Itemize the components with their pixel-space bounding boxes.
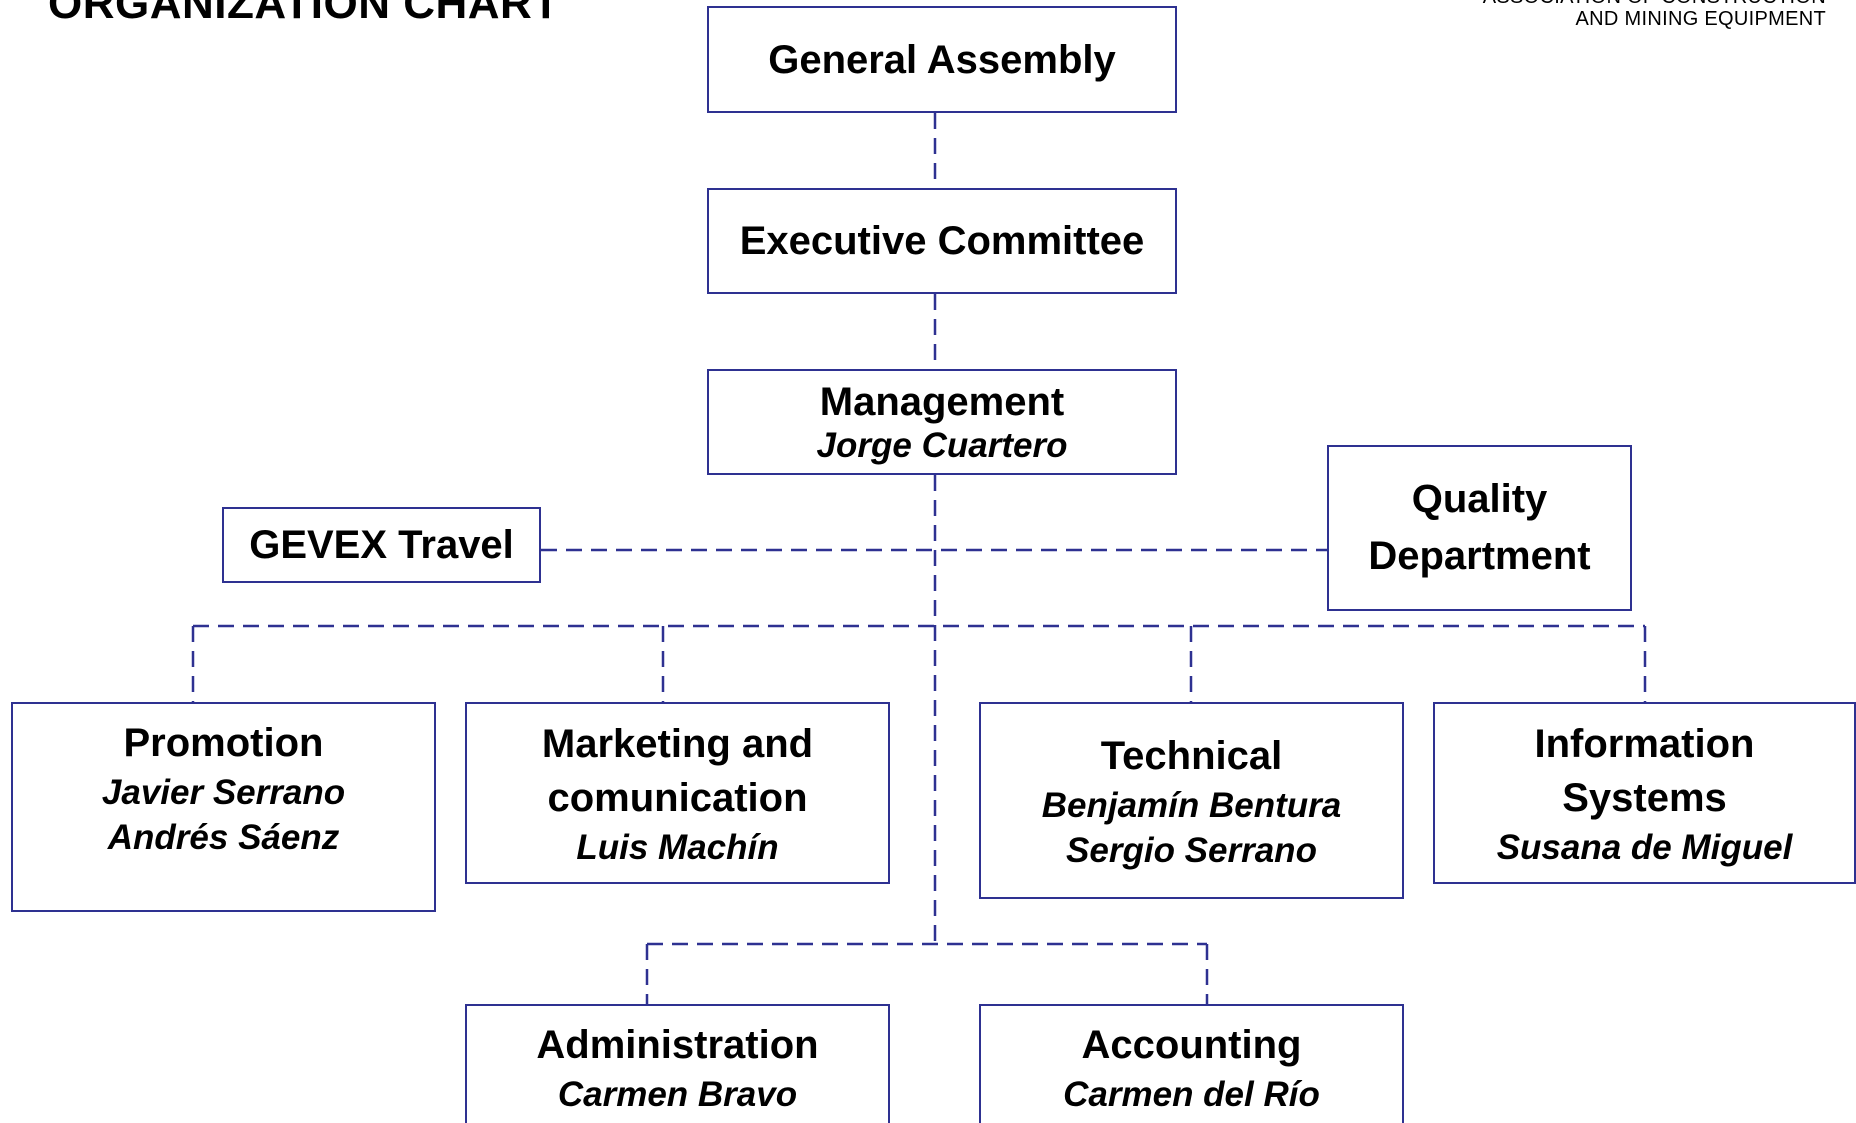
node-quality-department: Quality Department <box>1327 445 1632 611</box>
node-title: Executive Committee <box>739 219 1145 263</box>
node-title-line-2: Department <box>1368 534 1591 578</box>
node-management: Management Jorge Cuartero <box>707 369 1177 475</box>
node-person: Luis Machín <box>576 827 779 867</box>
node-person-2: Sergio Serrano <box>1066 830 1317 870</box>
node-title-line-2: comunication <box>547 775 808 820</box>
node-information-systems: Information Systems Susana de Miguel <box>1433 702 1856 884</box>
association-logo-text: ASSOCIATION OF CONSTRUCTION AND MINING E… <box>1483 0 1826 30</box>
logo-line-1: ASSOCIATION OF CONSTRUCTION <box>1483 0 1826 8</box>
node-title-line-1: Quality <box>1411 477 1548 521</box>
logo-line-2: AND MINING EQUIPMENT <box>1575 8 1826 30</box>
node-gevex-travel: GEVEX Travel <box>222 507 541 583</box>
node-title: Accounting <box>1081 1023 1302 1067</box>
node-person: Carmen Bravo <box>557 1075 798 1114</box>
node-person: Carmen del Río <box>1063 1075 1320 1114</box>
node-marketing: Marketing and comunication Luis Machín <box>465 702 890 884</box>
page-title: ORGANIZATION CHART <box>48 0 560 28</box>
node-accounting: Accounting Carmen del Río <box>979 1004 1404 1123</box>
node-title-line-1: Information <box>1534 721 1755 766</box>
node-person: Susana de Miguel <box>1496 827 1793 867</box>
node-title: Management <box>819 380 1065 424</box>
node-title: Technical <box>1100 733 1283 778</box>
node-title-line-1: Marketing and <box>541 721 814 766</box>
node-technical: Technical Benjamín Bentura Sergio Serran… <box>979 702 1404 899</box>
node-general-assembly: General Assembly <box>707 6 1177 113</box>
node-person: Jorge Cuartero <box>816 426 1068 465</box>
node-administration: Administration Carmen Bravo <box>465 1004 890 1123</box>
node-executive-committee: Executive Committee <box>707 188 1177 294</box>
node-person-1: Javier Serrano <box>101 773 346 812</box>
node-title: General Assembly <box>768 37 1116 82</box>
node-title: Promotion <box>123 721 324 765</box>
node-person-1: Benjamín Bentura <box>1041 785 1342 825</box>
node-title: Administration <box>536 1023 819 1067</box>
node-promotion: Promotion Javier Serrano Andrés Sáenz <box>11 702 436 912</box>
node-title: GEVEX Travel <box>249 523 514 567</box>
node-title-line-2: Systems <box>1562 775 1727 820</box>
node-person-2: Andrés Sáenz <box>107 818 340 857</box>
